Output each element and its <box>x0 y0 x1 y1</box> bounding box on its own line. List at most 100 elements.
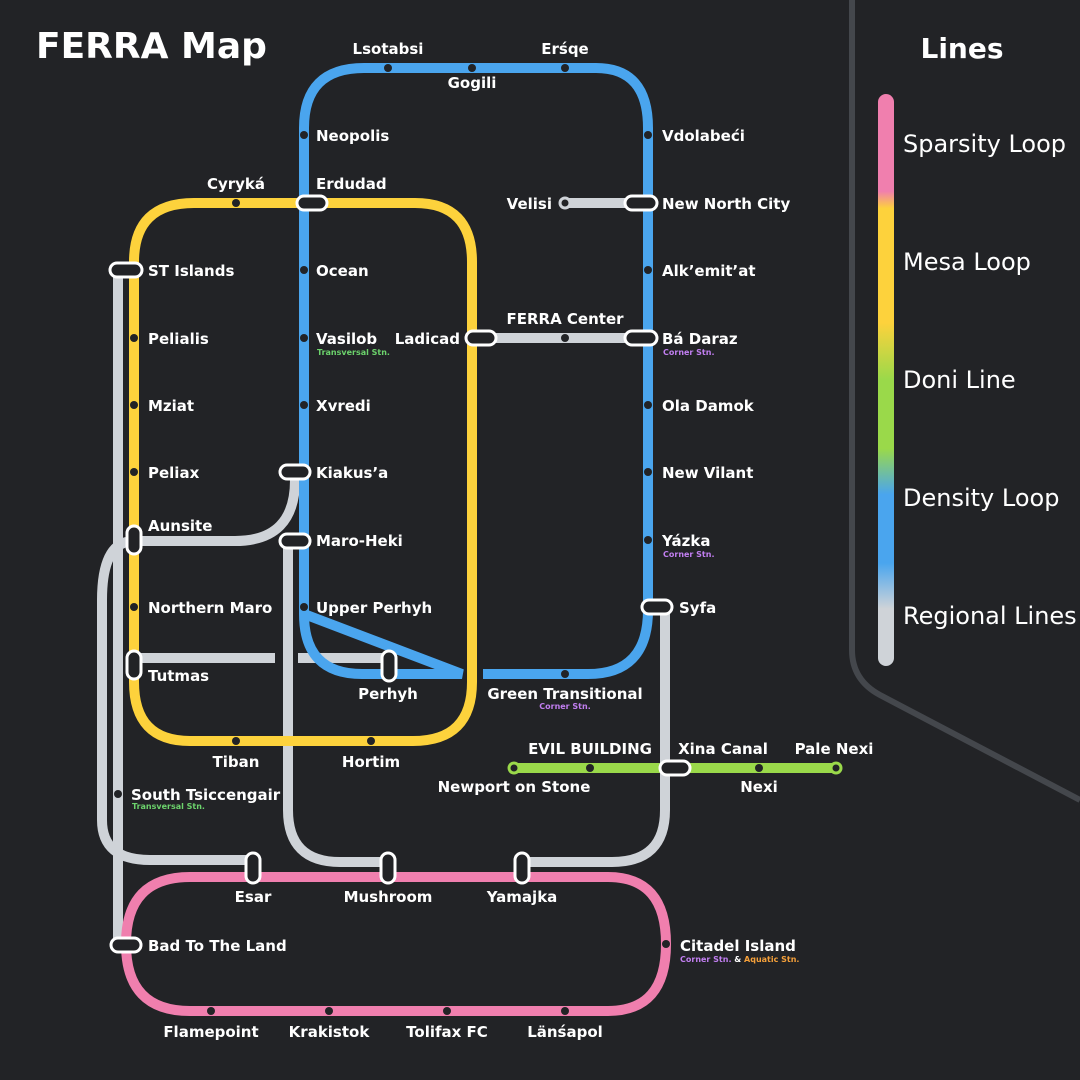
station-dot-tolifax-fc[interactable] <box>443 1007 451 1015</box>
station-dot-alkemitat[interactable] <box>644 266 652 274</box>
station-label-northern-maro[interactable]: Northern Maro <box>148 599 272 617</box>
station-dot-vasilob[interactable] <box>300 334 308 342</box>
interchange-kiakusa[interactable] <box>278 463 312 481</box>
station-dot-lansapol[interactable] <box>561 1007 569 1015</box>
interchange-bad-to-the-land[interactable] <box>109 936 143 954</box>
station-label-gogili[interactable]: Gogili <box>448 74 497 92</box>
station-dot-peliax[interactable] <box>130 468 138 476</box>
station-dot-northern-maro[interactable] <box>130 603 138 611</box>
station-label-pale-nexi[interactable]: Pale Nexi <box>795 740 874 758</box>
station-label-krakistok[interactable]: Krakistok <box>289 1023 371 1041</box>
interchange-erdudad[interactable] <box>295 194 329 212</box>
station-label-ferra-center[interactable]: FERRA Center <box>506 310 624 328</box>
interchange-syfa[interactable] <box>640 598 674 616</box>
station-label-ocean[interactable]: Ocean <box>316 262 369 280</box>
station-dot-ferra-center[interactable] <box>561 334 569 342</box>
station-label-velisi[interactable]: Velisi <box>507 195 552 213</box>
station-label-vdolabeci[interactable]: Vdolabeći <box>662 127 745 145</box>
station-dot-ola-damok[interactable] <box>644 401 652 409</box>
station-dot-lsotabsi[interactable] <box>384 64 392 72</box>
station-label-mushroom[interactable]: Mushroom <box>344 888 433 906</box>
station-dot-tiban[interactable] <box>232 737 240 745</box>
station-dot-hortim[interactable] <box>367 737 375 745</box>
station-dot-ocean[interactable] <box>300 266 308 274</box>
station-label-lansapol[interactable]: Länśapol <box>527 1023 603 1041</box>
interchange-maro-heki[interactable] <box>278 532 312 550</box>
station-dot-pelialis[interactable] <box>130 334 138 342</box>
station-dot-yazka[interactable] <box>644 536 652 544</box>
station-label-tiban[interactable]: Tiban <box>213 753 260 771</box>
station-label-vasilob[interactable]: Vasilob <box>316 330 377 348</box>
station-label-xina-canal[interactable]: Xina Canal <box>678 740 768 758</box>
station-label-kiakusa[interactable]: Kiakus’a <box>316 464 388 482</box>
station-label-perhyh[interactable]: Perhyh <box>358 685 418 703</box>
station-label-tolifax-fc[interactable]: Tolifax FC <box>406 1023 488 1041</box>
station-dot-evil-building[interactable] <box>507 761 521 775</box>
station-label-ba-daraz[interactable]: Bá Daraz <box>662 330 738 348</box>
station-label-citadel-island[interactable]: Citadel Island <box>680 937 796 955</box>
station-label-neopolis[interactable]: Neopolis <box>316 127 389 145</box>
station-dot-ersqe[interactable] <box>561 64 569 72</box>
station-dot-velisi[interactable] <box>558 196 572 210</box>
station-label-nexi[interactable]: Nexi <box>740 778 778 796</box>
interchange-yamajka[interactable] <box>513 851 531 885</box>
station-label-st-islands[interactable]: ST Islands <box>148 262 234 280</box>
station-label-bad-to-the-land[interactable]: Bad To The Land <box>148 937 287 955</box>
station-dot-citadel-island[interactable] <box>662 940 670 948</box>
interchange-perhyh[interactable] <box>380 649 398 683</box>
station-label-aunsite[interactable]: Aunsite <box>148 517 212 535</box>
station-label-alkemitat[interactable]: Alk’emit’at <box>662 262 756 280</box>
station-dot-new-vilant[interactable] <box>644 468 652 476</box>
interchange-xina-canal[interactable] <box>658 759 692 777</box>
station-dot-green-transitional[interactable] <box>561 670 569 678</box>
station-dot-vdolabeci[interactable] <box>644 131 652 139</box>
interchange-ba-daraz[interactable] <box>623 329 659 347</box>
interchange-ladicad[interactable] <box>464 329 498 347</box>
station-dot-flamepoint[interactable] <box>207 1007 215 1015</box>
station-label-ersqe[interactable]: Erśqe <box>541 40 588 58</box>
station-label-evil-building[interactable]: EVIL BUILDING <box>528 740 652 758</box>
station-label-peliax[interactable]: Peliax <box>148 464 200 482</box>
station-label-ladicad[interactable]: Ladicad <box>395 330 460 348</box>
station-label-mziat[interactable]: Mziat <box>148 397 194 415</box>
station-label-new-vilant[interactable]: New Vilant <box>662 464 753 482</box>
station-dot-south-tsiccengair[interactable] <box>114 790 122 798</box>
station-dot-gogili[interactable] <box>468 64 476 72</box>
station-dot-xvredi[interactable] <box>300 401 308 409</box>
station-label-pelialis[interactable]: Pelialis <box>148 330 209 348</box>
station-label-flamepoint[interactable]: Flamepoint <box>163 1023 258 1041</box>
station-label-ola-damok[interactable]: Ola Damok <box>662 397 755 415</box>
station-dot-krakistok[interactable] <box>325 1007 333 1015</box>
station-label-tutmas[interactable]: Tutmas <box>148 667 209 685</box>
station-label-hortim[interactable]: Hortim <box>342 753 400 771</box>
station-dot-upper-perhyh[interactable] <box>300 603 308 611</box>
station-label-newport-on-stone[interactable]: Newport on Stone <box>438 778 591 796</box>
station-label-yamajka[interactable]: Yamajka <box>486 888 558 906</box>
station-label-xvredi[interactable]: Xvredi <box>316 397 371 415</box>
legend-item-density-loop: Density Loop <box>903 484 1059 512</box>
station-label-esar[interactable]: Esar <box>235 888 272 906</box>
station-label-upper-perhyh[interactable]: Upper Perhyh <box>316 599 432 617</box>
station-dot-pale-nexi[interactable] <box>829 761 843 775</box>
station-label-new-north-city[interactable]: New North City <box>662 195 790 213</box>
interchange-tutmas[interactable] <box>125 649 143 681</box>
interchange-esar[interactable] <box>244 851 262 885</box>
legend-item-mesa-loop: Mesa Loop <box>903 248 1031 276</box>
station-label-lsotabsi[interactable]: Lsotabsi <box>353 40 424 58</box>
station-label-syfa[interactable]: Syfa <box>679 599 716 617</box>
station-dot-cyryka[interactable] <box>232 199 240 207</box>
station-dot-neopolis[interactable] <box>300 131 308 139</box>
station-label-erdudad[interactable]: Erdudad <box>316 175 387 193</box>
interchange-mushroom[interactable] <box>379 851 397 885</box>
station-label-cyryka[interactable]: Cyryká <box>207 175 265 193</box>
station-label-green-transitional[interactable]: Green Transitional <box>487 685 642 703</box>
station-label-maro-heki[interactable]: Maro-Heki <box>316 532 403 550</box>
station-label-south-tsiccengair[interactable]: South Tsiccengair <box>131 786 281 804</box>
station-dot-mziat[interactable] <box>130 401 138 409</box>
interchange-aunsite[interactable] <box>125 524 143 556</box>
interchange-st-islands[interactable] <box>108 261 144 279</box>
station-dot-nexi[interactable] <box>755 764 763 772</box>
station-dot-newport-on-stone[interactable] <box>586 764 594 772</box>
interchange-new-north-city[interactable] <box>623 194 659 212</box>
station-label-yazka[interactable]: Yázka <box>661 532 710 550</box>
